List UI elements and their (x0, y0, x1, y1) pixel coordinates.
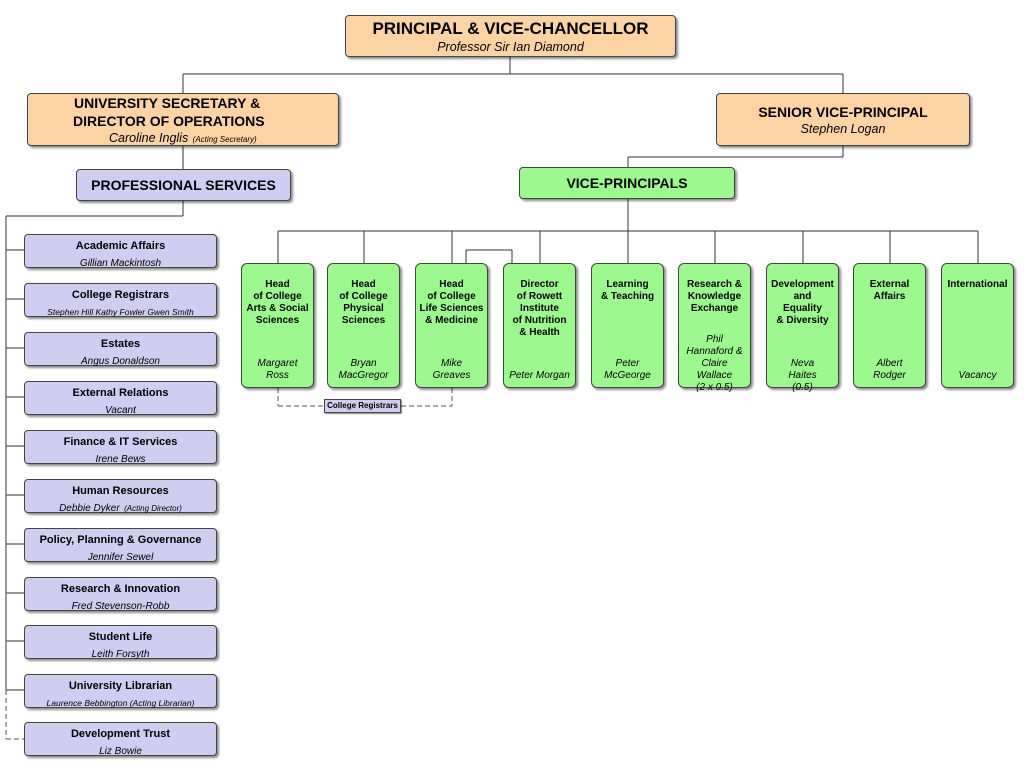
service-title: Student Life (88, 631, 153, 643)
service-person: Vacant (105, 405, 136, 416)
vice-principal-name: Margaret Ross (257, 358, 298, 381)
service-name-row: Angus Donaldson (25, 351, 216, 369)
senior-vp-name: Stephen Logan (800, 122, 886, 136)
service-title: Estates (100, 338, 141, 350)
principal-box: PRINCIPAL & VICE-CHANCELLOR Professor Si… (345, 15, 676, 57)
service-name-row: Debbie Dyker (Acting Director) (25, 498, 216, 516)
service-title: Human Resources (72, 485, 169, 497)
college-registrars-tag: College Registrars (324, 399, 401, 413)
vice-principal-role: Development and Equality & Diversity (771, 279, 834, 326)
service-person: Gillian Mackintosh (79, 258, 162, 269)
vice-principal-name: Albert Rodger (873, 358, 906, 381)
service-title: Research & Innovation (60, 583, 181, 595)
vice-principal-box: Director of Rowett Institute of Nutritio… (503, 263, 576, 388)
senior-vp-box: SENIOR VICE-PRINCIPAL Stephen Logan (716, 93, 970, 146)
vice-principal-name: Phil Hannaford & Claire Wallace (2 x 0.5… (686, 334, 743, 393)
vice-principals-title: VICE-PRINCIPALS (566, 175, 688, 191)
service-title: University Librarian (68, 680, 173, 692)
secretary-box: UNIVERSITY SECRETARY & DIRECTOR OF OPERA… (27, 93, 339, 146)
service-person: Irene Bews (95, 454, 146, 465)
service-title: College Registrars (71, 289, 170, 301)
service-name-row: Jennifer Sewel (25, 547, 216, 565)
vice-principal-role: Head of College Arts & Social Sciences (246, 279, 309, 326)
service-note: (Acting Director) (124, 504, 182, 513)
vice-principal-name: Mike Greaves (432, 358, 471, 381)
secretary-note: (Acting Secretary) (192, 135, 257, 144)
vice-principal-role: External Affairs (869, 279, 910, 302)
vice-principal-name: Vacancy (958, 370, 997, 381)
service-person: Laurence Bebbington (Acting Librarian) (46, 698, 195, 708)
vice-principal-role: Learning & Teaching (600, 279, 655, 302)
service-person: Fred Stevenson-Robb (71, 601, 170, 612)
secretary-name: Caroline Inglis (109, 131, 189, 145)
service-person: Liz Bowie (99, 746, 142, 757)
service-person: Jennifer Sewel (87, 552, 154, 563)
service-person: Debbie Dyker (59, 503, 120, 514)
service-name-row: Liz Bowie (25, 741, 216, 759)
service-name-row: Laurence Bebbington (Acting Librarian) (25, 693, 216, 711)
service-name-row: Gillian Mackintosh (25, 253, 216, 271)
secretary-title-line1: UNIVERSITY SECRETARY & (74, 95, 261, 111)
service-title: Policy, Planning & Governance (39, 534, 202, 546)
vice-principal-role: Research & Knowledge Exchange (686, 279, 743, 314)
vice-principal-box: Head of College Life Sciences & Medicine… (415, 263, 488, 388)
vice-principals-box: VICE-PRINCIPALS (519, 167, 735, 199)
vice-principal-role: Director of Rowett Institute of Nutritio… (512, 279, 567, 338)
vice-principal-name: Neva Haites (0.5) (788, 358, 817, 393)
service-name-row: Leith Forsyth (25, 644, 216, 662)
service-person: Leith Forsyth (91, 649, 150, 660)
vice-principal-name: Bryan MacGregor (338, 358, 389, 381)
senior-vp-title: SENIOR VICE-PRINCIPAL (758, 104, 928, 120)
professional-services-box: PROFESSIONAL SERVICES (76, 169, 291, 201)
vice-principal-role: Head of College Physical Sciences (339, 279, 388, 326)
vice-principal-name: Peter Morgan (509, 370, 570, 381)
vice-principal-name: Peter McGeorge (604, 358, 651, 381)
secretary-title-line2: DIRECTOR OF OPERATIONS (73, 113, 265, 129)
service-person: Stephen Hill Kathy Fowler Gwen Smith (47, 307, 194, 317)
vice-principal-role: International (947, 279, 1008, 290)
service-title: External Relations (72, 387, 169, 399)
service-name-row: Vacant (25, 400, 216, 418)
service-title: Development Trust (70, 728, 171, 740)
secretary-name-row: Caroline Inglis (Acting Secretary) (109, 130, 338, 147)
service-name-row: Fred Stevenson-Robb (25, 596, 216, 614)
service-person: Angus Donaldson (81, 356, 160, 367)
service-name-row: Irene Bews (25, 449, 216, 467)
principal-name: Professor Sir Ian Diamond (437, 40, 584, 54)
principal-title: PRINCIPAL & VICE-CHANCELLOR (372, 19, 649, 38)
vice-principal-role: Head of College Life Sciences & Medicine (419, 279, 484, 326)
service-title: Finance & IT Services (63, 436, 178, 448)
service-title: Academic Affairs (75, 240, 166, 252)
professional-services-title: PROFESSIONAL SERVICES (91, 177, 276, 193)
service-name-row: Stephen Hill Kathy Fowler Gwen Smith (25, 302, 216, 320)
